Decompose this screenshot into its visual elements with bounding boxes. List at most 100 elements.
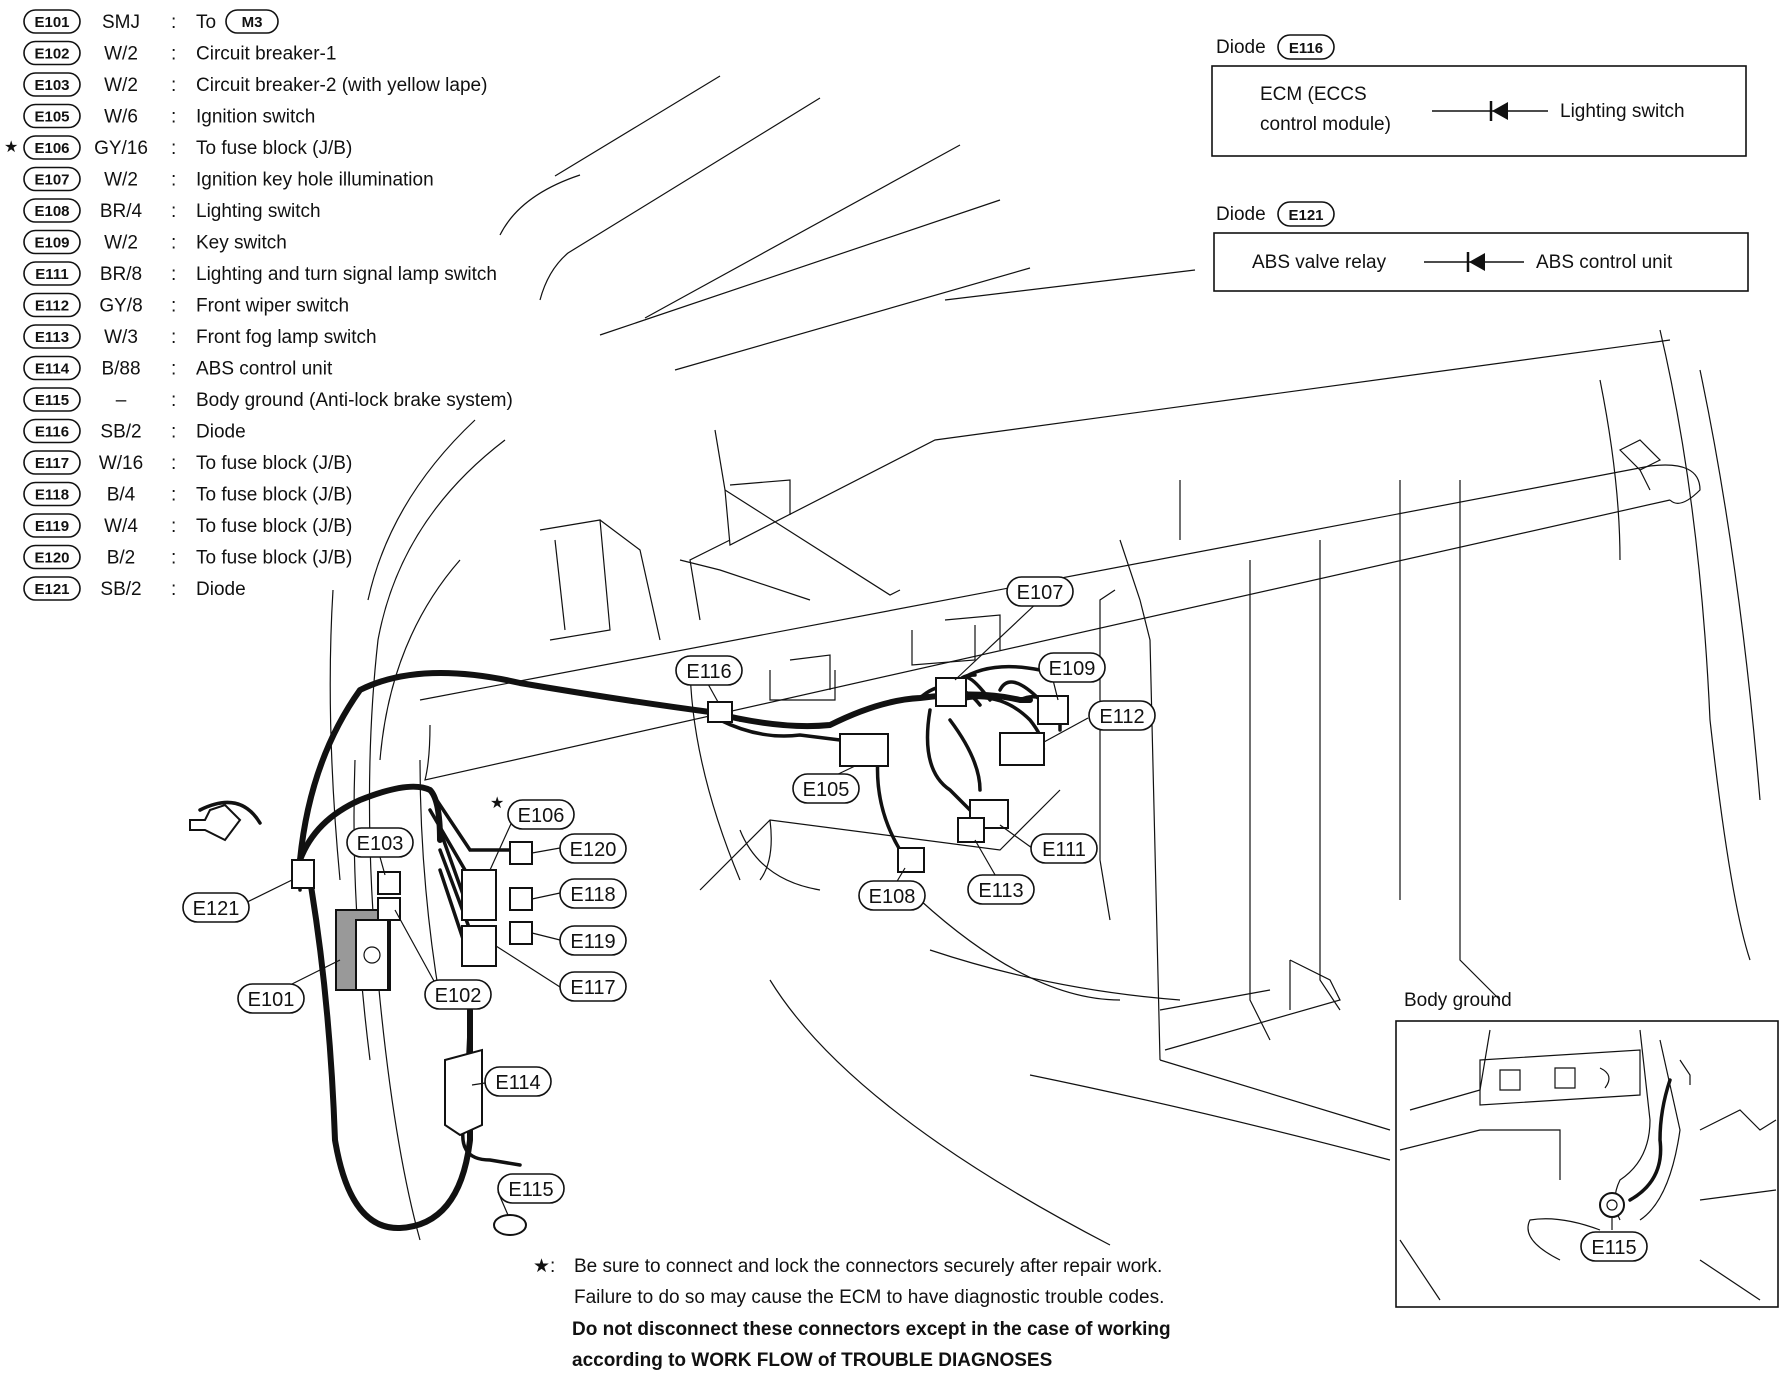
diode-e116-left-2: control module) <box>1260 114 1391 135</box>
e120-connector <box>509 841 533 865</box>
legend-id: E119 <box>35 518 69 535</box>
callout-e109: E109 <box>1038 652 1106 683</box>
svg-text:E117: E117 <box>570 977 615 999</box>
diode-e121-badge: E121 <box>1277 201 1335 227</box>
legend-badge <box>23 418 81 444</box>
e102-connector <box>377 897 401 921</box>
callout-e112: E112 <box>1088 700 1156 731</box>
diode-e121-panel: Diode E121 ABS valve relay ABS control u… <box>1213 201 1749 292</box>
legend-desc: Ignition switch <box>196 107 315 128</box>
svg-text:E107: E107 <box>1017 582 1064 604</box>
e115-terminal <box>493 1214 527 1236</box>
wiring-harness <box>198 664 1062 1232</box>
legend-wire: W/6 <box>104 107 138 128</box>
legend-wire: B/2 <box>107 548 136 569</box>
svg-text:E116: E116 <box>1289 40 1323 57</box>
diode-e121-left: ABS valve relay <box>1252 252 1387 273</box>
legend-colon: : <box>171 453 176 474</box>
legend-desc: To fuse block (J/B) <box>196 548 352 569</box>
callout-e113: E113 <box>967 874 1035 905</box>
harness-grommet <box>189 803 242 842</box>
e106-connector <box>461 869 497 921</box>
legend-badge <box>23 9 81 34</box>
callout-e101: E101 <box>237 983 305 1014</box>
note-star: ★: <box>533 1256 555 1277</box>
diode-symbol-icon <box>1469 253 1485 271</box>
diode-e116-panel: Diode E116 ECM (ECCS control module) Lig… <box>1211 34 1747 157</box>
legend-desc: To fuse block (J/B) <box>196 453 352 474</box>
legend-colon: : <box>171 516 176 537</box>
legend-wire: SB/2 <box>100 579 141 600</box>
legend-ref-badge <box>225 9 279 34</box>
legend-wire: W/2 <box>104 170 138 191</box>
legend-id: E121 <box>34 581 69 598</box>
callout-e117: E117 <box>559 971 627 1002</box>
legend-desc: To <box>196 12 216 33</box>
connector-callouts: E121 E101 E103 E102 E106★ E120 E118 E119… <box>182 576 1156 1204</box>
note-line-2: Failure to do so may cause the ECM to ha… <box>574 1287 1164 1308</box>
legend-desc: Key switch <box>196 233 287 254</box>
svg-text:E109: E109 <box>1049 658 1096 680</box>
legend-colon: : <box>171 201 176 222</box>
legend-colon: : <box>171 359 176 380</box>
e113-connector <box>957 817 985 843</box>
svg-text:E115: E115 <box>508 1179 553 1201</box>
legend-colon: : <box>171 485 176 506</box>
legend-wire: W/3 <box>104 327 138 348</box>
legend-id: E115 <box>35 392 69 409</box>
legend-badge <box>23 481 81 507</box>
svg-text:E113: E113 <box>978 880 1023 902</box>
legend-badge <box>23 198 81 223</box>
legend-colon: : <box>171 296 176 317</box>
body-ground-inset: Body ground E115 <box>1395 990 1779 1308</box>
svg-text:E106: E106 <box>518 805 565 827</box>
e105-connector <box>839 733 889 767</box>
legend-star-icon: ★ <box>4 139 18 156</box>
legend-badge <box>23 261 81 286</box>
legend-wire: – <box>116 390 127 411</box>
body-ground-callout: E115 <box>1580 1231 1648 1262</box>
legend-badge <box>23 450 81 475</box>
svg-text:E101: E101 <box>248 989 295 1011</box>
legend-wire: W/16 <box>99 453 143 474</box>
e117-connector <box>461 925 497 967</box>
svg-text:E111: E111 <box>1042 839 1086 861</box>
svg-text:E102: E102 <box>435 985 482 1007</box>
diode-e116-left-1: ECM (ECCS <box>1260 84 1367 105</box>
legend-desc: Lighting and turn signal lamp switch <box>196 264 497 285</box>
legend-wire: SB/2 <box>100 422 141 443</box>
legend-wire: W/2 <box>104 75 138 96</box>
legend-colon: : <box>171 75 176 96</box>
svg-text:E116: E116 <box>686 661 731 683</box>
callout-e119: E119 <box>559 925 627 956</box>
body-ground-frame <box>1395 1020 1779 1308</box>
svg-text:E121: E121 <box>1288 207 1323 224</box>
callout-e111: E111 <box>1030 833 1098 864</box>
diode-symbol-icon <box>1492 102 1508 120</box>
diode-e116-right: Lighting switch <box>1560 101 1685 122</box>
e118-connector <box>509 887 533 911</box>
legend-badge <box>23 513 81 538</box>
legend-desc: Circuit breaker-1 <box>196 44 336 65</box>
e119-connector <box>509 921 533 945</box>
legend-id: E111 <box>35 266 68 283</box>
legend-id: E113 <box>35 329 69 346</box>
callout-e106: E106★ <box>490 795 575 830</box>
legend-desc: Front fog lamp switch <box>196 327 377 348</box>
callout-e102: E102 <box>424 979 492 1010</box>
legend-badge <box>23 324 81 349</box>
svg-text:E112: E112 <box>1099 706 1144 728</box>
callout-e121: E121 <box>182 892 250 923</box>
callout-e116: E116 <box>675 655 743 686</box>
legend-colon: : <box>171 107 176 128</box>
e116-connector <box>707 701 733 723</box>
